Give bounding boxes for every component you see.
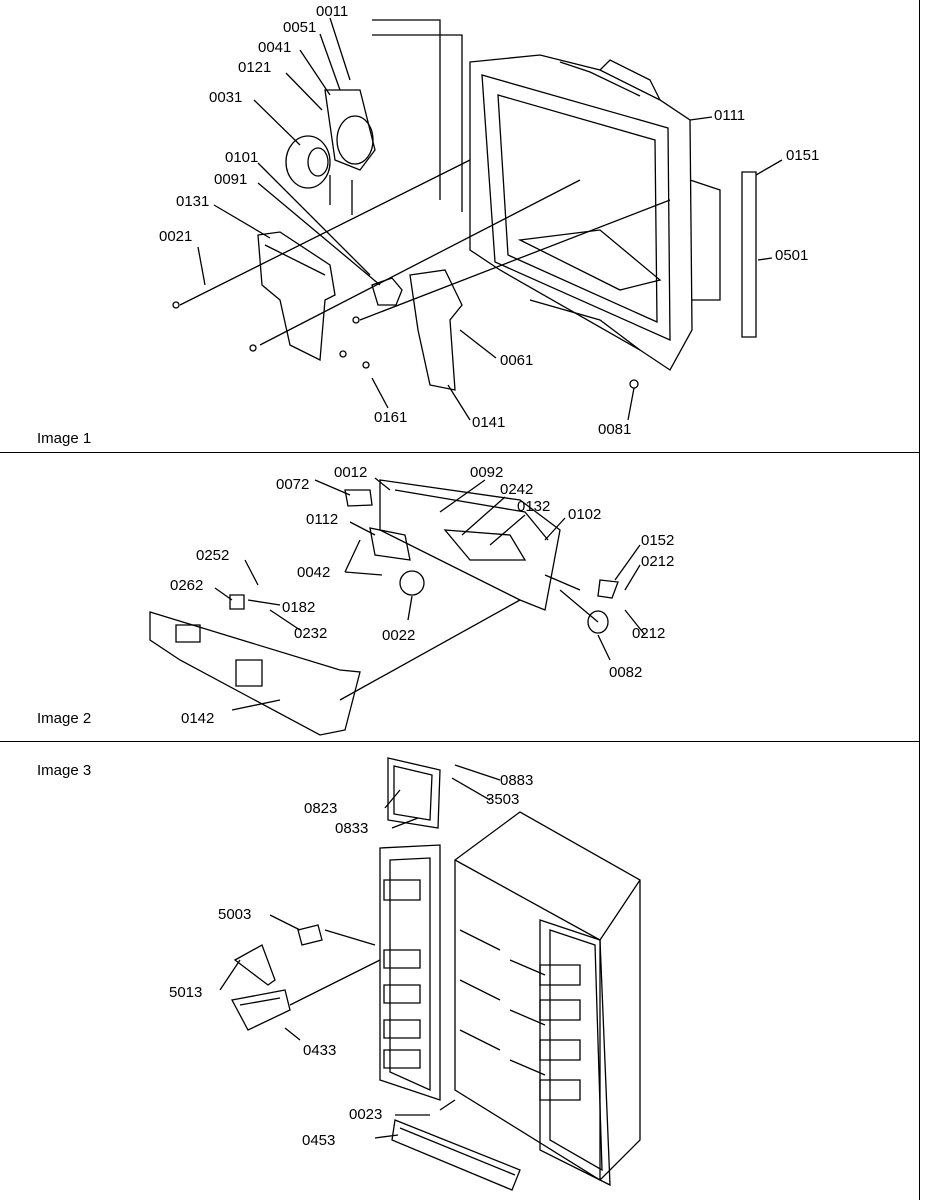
part-callout: 0141 <box>472 414 506 431</box>
part-callout: 0161 <box>374 409 408 426</box>
part-callout: 5013 <box>169 984 203 1001</box>
part-callout: 0823 <box>304 800 338 817</box>
part-callout: 0212 <box>641 553 675 570</box>
part-callout: 0091 <box>214 171 248 188</box>
part-callout: 0042 <box>297 564 331 581</box>
part-callout: 0833 <box>335 820 369 837</box>
part-callout: 0242 <box>500 481 534 498</box>
part-callout: 0051 <box>283 19 317 36</box>
part-callout: 0021 <box>159 228 193 245</box>
part-callout: 0232 <box>294 625 328 642</box>
part-callout: 0111 <box>714 107 746 124</box>
part-callout: 0061 <box>500 352 534 369</box>
part-callout: 0031 <box>209 89 243 106</box>
panel-2-drawing <box>150 478 645 735</box>
part-callout: 0101 <box>225 149 259 166</box>
part-callout: 0252 <box>196 547 230 564</box>
part-callout: 3503 <box>486 791 520 808</box>
part-callout: 0082 <box>609 664 643 681</box>
panel-label-image-1: Image 1 <box>37 430 92 447</box>
part-callout: 0212 <box>632 625 666 642</box>
part-callout: 0262 <box>170 577 204 594</box>
part-callout: 0023 <box>349 1106 383 1123</box>
panel-divider-2 <box>0 741 919 742</box>
part-callout: 0081 <box>598 421 632 438</box>
part-callout: 0092 <box>470 464 504 481</box>
part-callout: 0142 <box>181 710 215 727</box>
part-callout: 0022 <box>382 627 416 644</box>
part-callout: 0883 <box>500 772 534 789</box>
part-callout: 0041 <box>258 39 292 56</box>
part-callout: 0072 <box>276 476 310 493</box>
part-callout: 0433 <box>303 1042 337 1059</box>
panel-1-drawing <box>173 18 782 420</box>
part-callout: 0011 <box>316 3 349 20</box>
part-callout: 5003 <box>218 906 252 923</box>
part-callout: 0152 <box>641 532 675 549</box>
part-callout: 0112 <box>306 511 339 528</box>
panel-label-image-3: Image 3 <box>37 762 92 779</box>
sheet-border <box>919 0 920 1200</box>
part-callout: 0132 <box>517 498 551 515</box>
part-callout: 0182 <box>282 599 316 616</box>
part-callout: 0151 <box>786 147 820 164</box>
part-callout: 0012 <box>334 464 368 481</box>
part-callout: 0131 <box>176 193 210 210</box>
part-callout: 0102 <box>568 506 602 523</box>
part-callout: 0501 <box>775 247 809 264</box>
part-callout: 0453 <box>302 1132 336 1149</box>
panel-3-drawing <box>220 758 640 1190</box>
panel-label-image-2: Image 2 <box>37 710 92 727</box>
panel-divider-1 <box>0 452 919 453</box>
part-callout: 0121 <box>238 59 272 76</box>
